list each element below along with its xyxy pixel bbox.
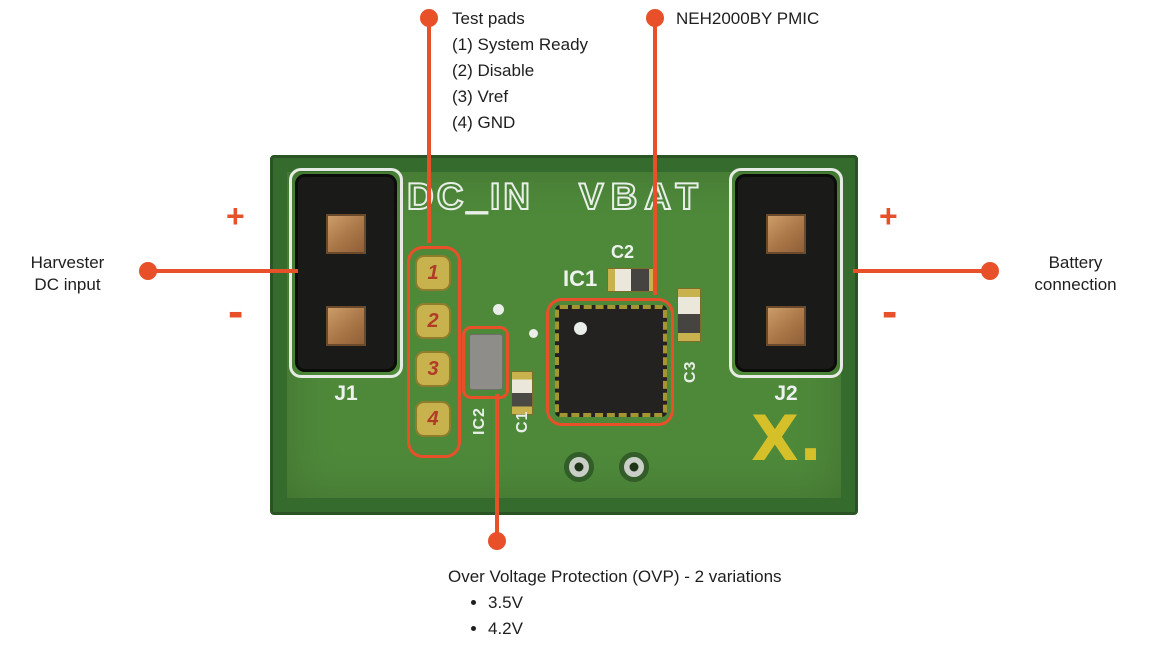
j2-pin-positive [766, 214, 806, 254]
battery-callout-text: Battery connection [1034, 253, 1117, 294]
c3-label: C3 [682, 360, 699, 383]
battery-minus-sign: - [882, 285, 898, 337]
ic1-pmic-chip [555, 305, 667, 417]
pmic-highlight-box [546, 298, 674, 426]
pmic-callout-text: NEH2000BY PMIC [676, 9, 820, 28]
nxp-logo: X. [751, 402, 823, 475]
c3-capacitor [677, 288, 701, 342]
test-pad-3: 3 [415, 351, 451, 387]
j1-pin-negative [326, 306, 366, 346]
ovp-highlight-box [462, 326, 509, 399]
c1-label: C1 [514, 410, 531, 433]
test-pads-highlight-box [407, 246, 461, 458]
ovp-variant-2: 4.2V [488, 616, 782, 642]
j2-pin-negative [766, 306, 806, 346]
silkscreen-dot [493, 304, 504, 315]
j1-label: J1 [334, 382, 358, 405]
ic2-label: IC2 [471, 407, 488, 435]
ovp-variant-1: 3.5V [488, 590, 782, 616]
ovp-title: Over Voltage Protection (OVP) - 2 variat… [448, 567, 782, 586]
test-pad-4: 4 [415, 401, 451, 437]
harvester-callout-text: Harvester DC input [30, 253, 105, 294]
test-pads-callout-line [427, 26, 431, 243]
j2-connector [735, 174, 837, 372]
pmic-callout-dot [646, 9, 664, 27]
through-hole-left [564, 452, 594, 482]
ovp-variant-list: 3.5V 4.2V [448, 590, 782, 642]
ovp-callout-text: Over Voltage Protection (OVP) - 2 variat… [448, 564, 782, 642]
pmic-callout-line [653, 26, 657, 295]
ic1-pin1-marker [574, 322, 587, 335]
c2-label: C2 [611, 242, 635, 262]
test-pads-title: Test pads [452, 9, 525, 28]
through-hole-center [574, 462, 584, 472]
harvester-minus-sign: - [228, 285, 244, 337]
test-pad-desc-1: (1) System Ready [452, 35, 589, 54]
pcb-board: J1 J2 DC_IN VBAT 1 2 3 4 IC2 C1 IC1 C2 [270, 155, 858, 515]
silkscreen-dc-in: DC_IN [406, 175, 534, 218]
silkscreen-vbat: VBAT [578, 175, 705, 218]
test-pads-callout-dot [420, 9, 438, 27]
battery-callout-line [853, 269, 983, 273]
harvester-plus-sign: + [226, 198, 245, 234]
j1-silkscreen-outline [289, 168, 403, 378]
ovp-callout-dot [488, 532, 506, 550]
j1-connector [295, 174, 397, 372]
ovp-callout-line [495, 394, 499, 534]
ic2-ovp-component [469, 334, 503, 390]
test-pad-2: 2 [415, 303, 451, 339]
c1-capacitor [511, 371, 533, 415]
test-pad-desc-4: (4) GND [452, 113, 516, 132]
silkscreen-dot [529, 329, 538, 338]
j2-label: J2 [774, 382, 798, 405]
battery-plus-sign: + [879, 198, 898, 234]
j2-silkscreen-outline [729, 168, 843, 378]
ic1-label: IC1 [563, 266, 598, 291]
harvester-callout-dot [139, 262, 157, 280]
test-pad-desc-2: (2) Disable [452, 61, 535, 80]
battery-callout-dot [981, 262, 999, 280]
c2-capacitor [607, 268, 657, 292]
j1-pin-positive [326, 214, 366, 254]
through-hole-right [619, 452, 649, 482]
test-pad-desc-3: (3) Vref [452, 87, 509, 106]
through-hole-center [629, 462, 639, 472]
test-pads-callout-text: Test pads (1) System Ready (2) Disable (… [452, 6, 588, 136]
harvester-callout-line [148, 269, 298, 273]
